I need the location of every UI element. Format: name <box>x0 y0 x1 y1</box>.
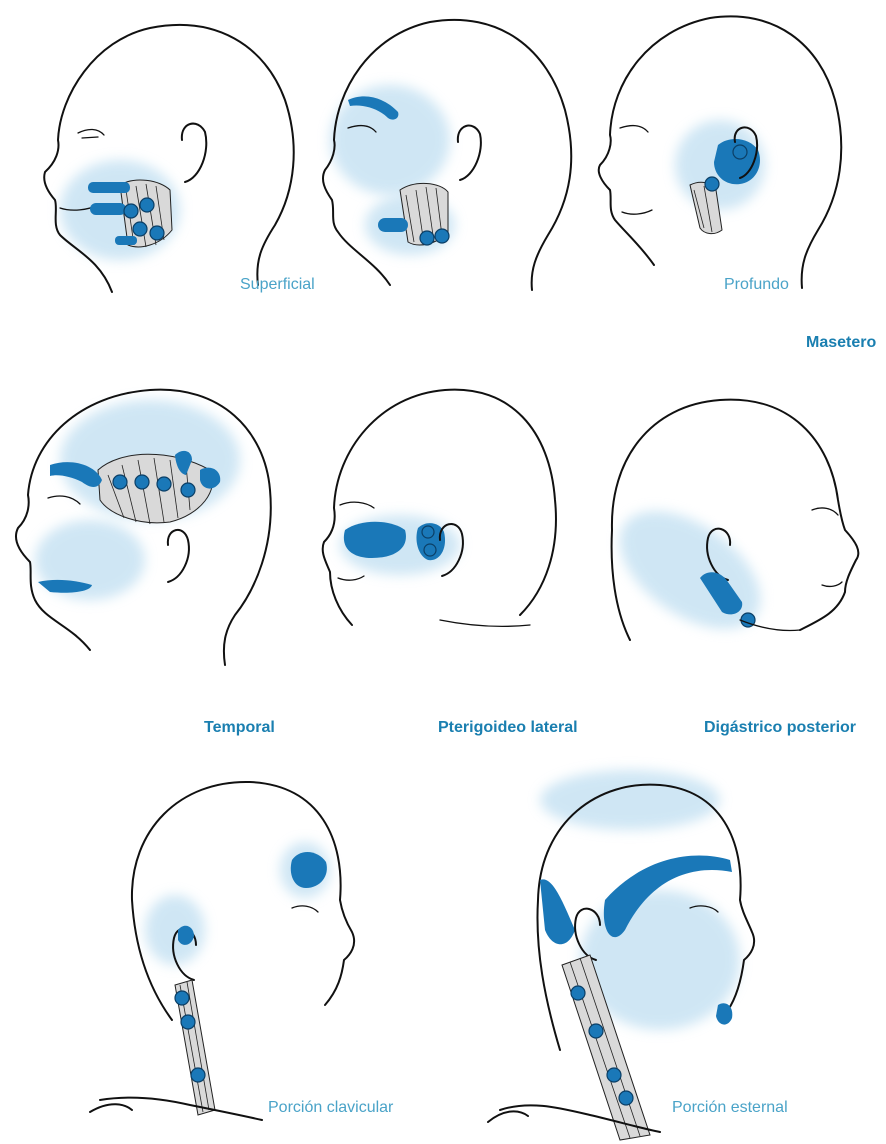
head-masseter-deep <box>599 16 842 288</box>
label-superficial: Superficial <box>240 277 315 293</box>
head-scm-sternal <box>488 770 754 1140</box>
label-porcion-esternal: Porción esternal <box>672 1100 788 1116</box>
head-posterior-digastric <box>599 400 859 653</box>
head-masseter-superficial-b <box>323 20 571 290</box>
label-temporal: Temporal <box>204 720 275 736</box>
label-profundo: Profundo <box>724 277 789 293</box>
label-masetero: Masetero <box>806 335 876 351</box>
head-masseter-superficial-a <box>44 25 294 292</box>
label-pterigoideo-lateral: Pterigoideo lateral <box>438 720 578 736</box>
label-digastrico-posterior: Digástrico posterior <box>704 720 856 736</box>
head-temporal <box>16 390 271 665</box>
head-lateral-pterygoid <box>323 390 556 627</box>
label-porcion-clavicular: Porción clavicular <box>268 1100 393 1116</box>
head-scm-clavicular <box>90 782 354 1120</box>
